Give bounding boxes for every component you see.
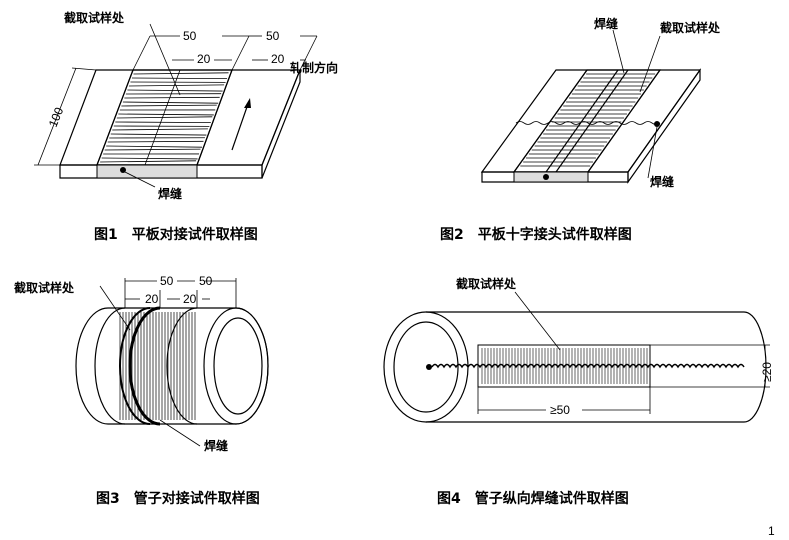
- fig2-hatch: [520, 73, 656, 167]
- fig2-weld-label: 焊缝: [650, 174, 674, 189]
- fig3-dim-50b: 50: [199, 274, 213, 288]
- fig3-dim-20: 20: [145, 292, 159, 306]
- fig3-caption: 图3 管子对接试件取样图: [96, 490, 260, 507]
- fig2-plate-top: [480, 69, 702, 173]
- fig1-dim-20: 20: [197, 52, 211, 66]
- fig3-weld-ring: [128, 306, 161, 426]
- fig2-plate-cross: 焊缝 截取试样处 焊缝 图2 平板十字接头试件取样图: [440, 16, 721, 243]
- fig1-sample-leader: [149, 23, 181, 96]
- fig1-hatch: [100, 72, 229, 163]
- fig4-pipe-end-inner: [393, 321, 459, 413]
- fig4-weld-bead: [431, 363, 745, 369]
- fig3-pipe-end-inner: [213, 317, 263, 415]
- fig1-dim-20b: 20: [271, 52, 285, 66]
- fig3-weld-label: 焊缝: [204, 438, 228, 453]
- fig4-pipe-longitudinal: 截取试样处 ≥50 ≥20 图4 管子纵向焊缝试件取样图: [383, 276, 774, 507]
- fig1-weld-dot: [120, 167, 126, 173]
- fig2-plate-side: [627, 68, 701, 184]
- fig1-rolling-label: 轧制方向: [290, 60, 338, 75]
- fig3-dim-50: 50: [160, 274, 174, 288]
- fig2-sample-leader: [639, 35, 661, 93]
- fig2-weld-dot-front: [543, 174, 549, 180]
- fig4-weld-dot: [426, 364, 432, 370]
- fig1-dim-50: 50: [183, 29, 197, 43]
- fig1-weld-leader: [124, 171, 156, 188]
- fig2-weld-top-label: 焊缝: [594, 16, 618, 31]
- fig1-caption: 图1 平板对接试件取样图: [94, 226, 258, 243]
- fig4-sample-leader: [514, 291, 561, 351]
- fig1-dim-50b: 50: [266, 29, 280, 43]
- fig2-sample-label: 截取试样处: [660, 20, 721, 35]
- fig1-sample-label: 截取试样处: [64, 10, 125, 25]
- fig2-weld-dot-side: [654, 121, 660, 127]
- fig1-plate-side: [261, 69, 301, 179]
- fig4-dim-ge20: ≥20: [760, 362, 774, 382]
- page-number: 1: [768, 524, 775, 538]
- fig3-pipe-body: [75, 307, 269, 425]
- fig1-rolling-arrow: [244, 98, 251, 108]
- fig3-sample-leader: [99, 285, 131, 331]
- fig1-weld-line: [144, 69, 181, 166]
- fig4-pipe-body: [426, 311, 767, 423]
- fig4-caption: 图4 管子纵向焊缝试件取样图: [437, 490, 629, 507]
- fig2-weld-top-leader: [612, 29, 625, 74]
- fig1-plate-butt: 截取试样处 轧制方向 焊缝 50 50 20 20 100 图1 平板对接试件取…: [34, 10, 338, 243]
- fig2-caption: 图2 平板十字接头试件取样图: [440, 226, 632, 243]
- fig3-weld-leader: [159, 419, 201, 447]
- fig4-dim-ge50: ≥50: [550, 403, 570, 417]
- fig4-sample-label: 截取试样处: [456, 276, 517, 291]
- fig1-dim-100: 100: [46, 105, 67, 129]
- fig3-dim-20b: 20: [183, 292, 197, 306]
- fig2-weld-leader: [647, 126, 658, 179]
- fig1-weld-label: 焊缝: [158, 186, 182, 201]
- fig2-transverse-weld: [515, 121, 661, 125]
- fig3-sample-label: 截取试样处: [14, 280, 75, 295]
- fig3-pipe-butt: 截取试样处 焊缝 50 50 20 20 图3 管子对接试件取样图: [14, 274, 269, 507]
